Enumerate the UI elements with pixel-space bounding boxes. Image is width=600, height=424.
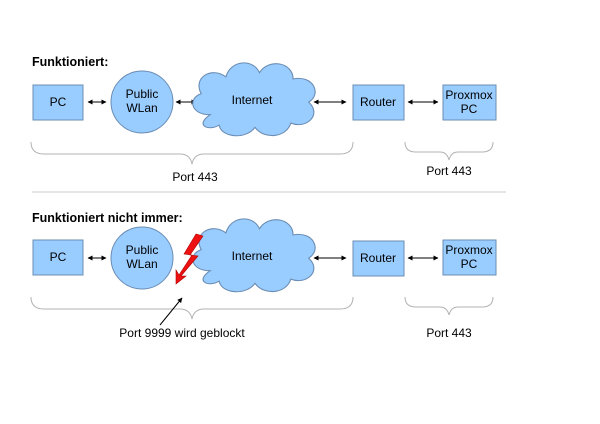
wlan-label-line1: Public — [126, 243, 159, 257]
proxmox-pc-node: Proxmox PC — [442, 239, 497, 276]
blocked-label: Port 9999 wird geblockt — [119, 326, 245, 340]
router-node: Router — [352, 240, 405, 277]
router-label: Router — [360, 251, 396, 265]
wlan-label-line2: WLan — [126, 257, 157, 271]
wlan-label-line1: Public — [126, 87, 159, 101]
pc-label: PC — [50, 95, 67, 109]
lightning-blocked-icon — [175, 233, 204, 285]
proxmox-pc-node: Proxmox PC — [442, 84, 497, 121]
public-wlan-node: Public WLan — [110, 70, 174, 134]
proxmox-label-line2: PC — [461, 102, 478, 116]
brace-client-path — [30, 296, 354, 320]
internet-label: Internet — [232, 93, 273, 107]
brace-server-path — [404, 296, 494, 316]
blocked-pointer-arrow — [159, 297, 183, 326]
wlan-label-line2: WLan — [126, 101, 157, 115]
proxmox-label-line2: PC — [461, 257, 478, 271]
section-title: Funktioniert: — [32, 55, 108, 69]
section-not-always-working: Funktioniert nicht immer: PC Public WLan… — [30, 211, 497, 340]
router-label: Router — [360, 95, 396, 109]
pc-node: PC — [32, 84, 84, 121]
brace-label: Port 443 — [426, 164, 472, 178]
router-node: Router — [352, 84, 405, 121]
internet-label: Internet — [232, 249, 273, 263]
brace-server-path — [404, 141, 494, 161]
proxmox-label-line1: Proxmox — [445, 243, 492, 257]
brace-label: Port 443 — [172, 170, 218, 184]
brace-client-path — [30, 141, 354, 165]
proxmox-label-line1: Proxmox — [445, 88, 492, 102]
section-title: Funktioniert nicht immer: — [32, 211, 183, 225]
pc-label: PC — [50, 250, 67, 264]
public-wlan-node: Public WLan — [110, 226, 174, 290]
section-working: Funktioniert: PC Public WLan Internet Ro… — [30, 55, 497, 184]
pc-node: PC — [32, 239, 84, 276]
brace-label: Port 443 — [426, 326, 472, 340]
